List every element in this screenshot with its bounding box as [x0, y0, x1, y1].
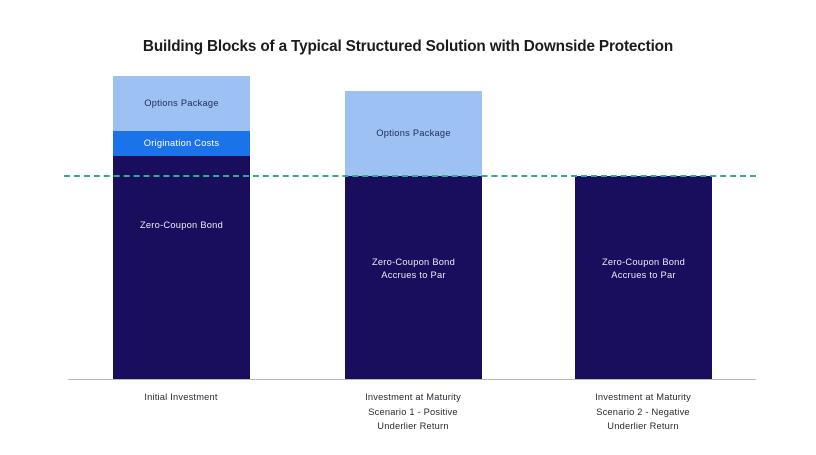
segment-options-package[interactable]: Options Package [345, 91, 482, 176]
segment-label: Options Package [376, 128, 451, 138]
bar-maturity-scenario-2[interactable]: Zero-Coupon Bond Accrues to Par [575, 176, 712, 379]
category-label-maturity-scenario-2: Investment at Maturity Scenario 2 - Nega… [595, 392, 691, 431]
category-label-initial-investment: Initial Investment [144, 392, 218, 402]
bar-maturity-scenario-1[interactable]: Options Package Zero-Coupon Bond Accrues… [345, 91, 482, 379]
segment-label: Origination Costs [143, 138, 220, 148]
segment-zero-coupon-bond[interactable]: Zero-Coupon Bond Accrues to Par [345, 176, 482, 379]
segment-origination-costs[interactable]: Origination Costs [113, 131, 250, 156]
bar-initial-investment[interactable]: Options Package Origination Costs Zero-C… [113, 76, 250, 379]
axis-baseline [68, 379, 756, 380]
segment-label: Zero-Coupon Bond [139, 220, 224, 230]
category-label-maturity-scenario-1: Investment at Maturity Scenario 1 - Posi… [365, 392, 461, 431]
par-reference-line [64, 175, 756, 177]
segment-label: Options Package [144, 98, 219, 108]
segment-label: Zero-Coupon Bond Accrues to Par [371, 257, 456, 280]
segment-zero-coupon-bond[interactable]: Zero-Coupon Bond [113, 156, 250, 379]
segment-label: Zero-Coupon Bond Accrues to Par [601, 257, 686, 280]
segment-zero-coupon-bond[interactable]: Zero-Coupon Bond Accrues to Par [575, 176, 712, 379]
segment-options-package[interactable]: Options Package [113, 76, 250, 131]
chart-title: Building Blocks of a Typical Structured … [142, 38, 674, 55]
